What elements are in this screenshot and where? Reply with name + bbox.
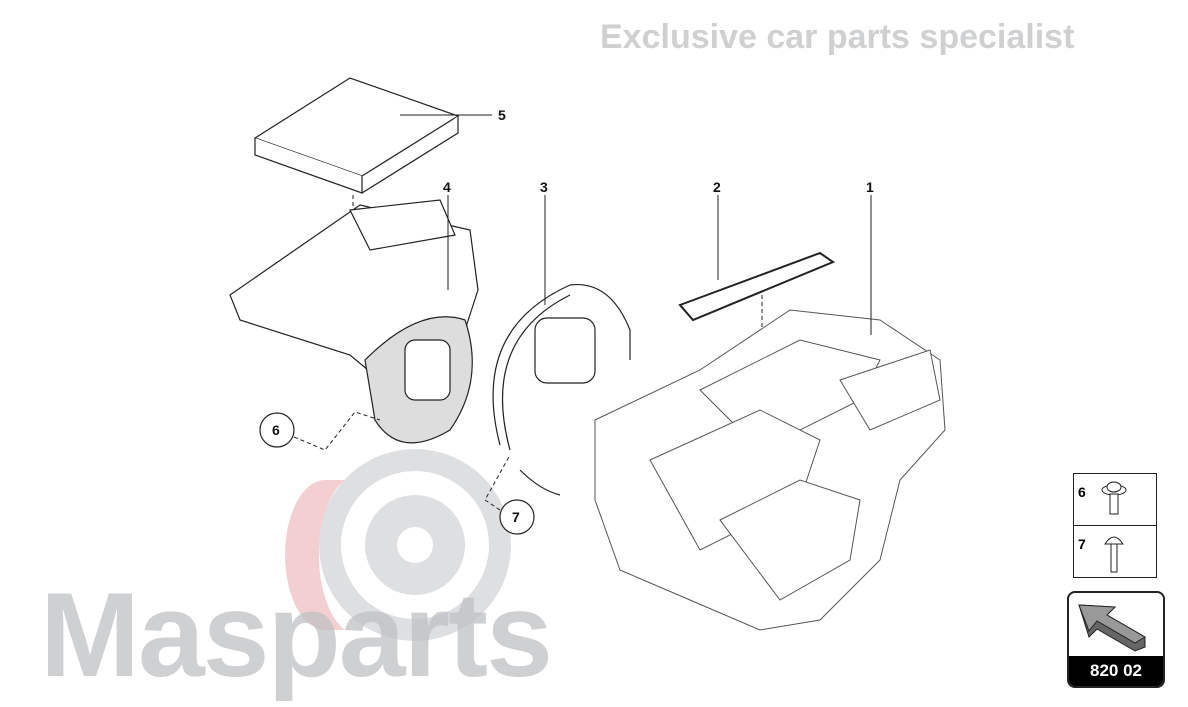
arrow-up-left-icon [1078,604,1146,652]
callout-4: 4 [443,179,451,195]
part-5-cabin-filter [253,77,460,194]
watermark-disc-logo [285,449,511,641]
part-1-hvac-unit [594,309,946,631]
callout-6: 6 [272,422,280,438]
navigation-button[interactable]: 820 02 [1067,591,1165,688]
callout-2: 2 [713,179,721,195]
watermark-brand: Masparts [40,568,553,702]
legend-row-6[interactable]: 6 [1074,474,1156,526]
callout-7: 7 [512,509,520,525]
callout-5: 5 [498,107,506,123]
legend-number: 6 [1078,484,1086,500]
diagram-code: 820 02 [1069,656,1163,686]
pan-head-screw-icon [1104,536,1124,573]
callout-1: 1 [866,179,874,195]
legend-row-7[interactable]: 7 [1074,526,1156,577]
part-2-air-flap [678,251,836,322]
flange-screw-icon [1101,481,1127,515]
fastener-legend: 6 7 [1073,473,1157,578]
part-3-cover-plate [492,283,631,496]
callout-3: 3 [540,179,548,195]
watermark-tagline: Exclusive car parts specialist [600,18,1075,56]
part-4-filter-housing [229,199,479,444]
legend-number: 7 [1078,536,1086,552]
